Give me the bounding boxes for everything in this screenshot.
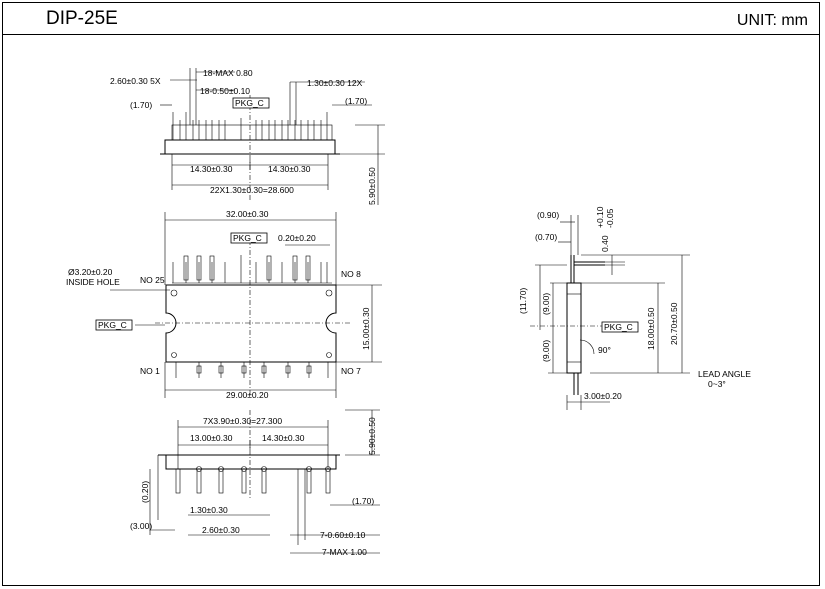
lead-angle-label: LEAD ANGLE (698, 369, 751, 379)
dim-1430-bottom: 14.30±0.30 (262, 433, 305, 443)
package-title: DIP-25E (46, 8, 118, 29)
dim-300: 3.00±0.20 (584, 391, 622, 401)
dim-070: (0.70) (535, 232, 557, 242)
dim-3200: 32.00±0.30 (226, 209, 269, 219)
angle-90: 90° (598, 345, 611, 355)
dim-2070: 20.70±0.50 (669, 302, 679, 345)
inside-hole-label: INSIDE HOLE (66, 277, 120, 287)
dim-1430-b: 14.30±0.30 (268, 164, 311, 174)
pkg-label-main-left: PKG_C (98, 320, 127, 330)
dim-130: 1.30±0.30 (190, 505, 228, 515)
dim-020-paren: (0.20) (140, 481, 150, 503)
dim-590-top: 5.90±0.50 (367, 167, 377, 205)
dim-18-max: 18-MAX 0.80 (203, 68, 253, 78)
unit-label: UNIT: mm (736, 12, 808, 29)
pkg-label-main-top: PKG_C (233, 233, 262, 243)
dim-22x: 22X1.30±0.30=28.600 (210, 185, 294, 195)
pin-no1-label: NO 1 (140, 366, 160, 376)
top-view: 2.60±0.30 5X 18-MAX 0.80 18-0.50±0.10 1.… (110, 68, 385, 205)
dim-7-max: 7-MAX 1.00 (322, 547, 367, 557)
pin-no7-label: NO 7 (341, 366, 361, 376)
hole-diameter: Ø3.20±0.20 (68, 267, 113, 277)
dim-300-paren: (3.00) (130, 521, 152, 531)
main-view: 32.00±0.30 PKG_C 0.20±0.20 Ø3.20±0.20 IN… (66, 209, 382, 400)
main-body-outline (165, 284, 337, 363)
dim-tol-minus: -0.05 (605, 208, 615, 228)
dim-900-a: (9.00) (541, 293, 551, 315)
dim-170-bottom: (1.70) (352, 496, 374, 506)
pin-no25-label: NO 25 (140, 275, 165, 285)
dim-1500: 15.00±0.30 (361, 307, 371, 350)
dim-040: 0.40 (600, 235, 610, 252)
dim-1300: 13.00±0.30 (190, 433, 233, 443)
header-bar: DIP-25E UNIT: mm (2, 2, 820, 35)
dim-260: 2.60±0.30 (202, 525, 240, 535)
dim-1170: (11.70) (518, 288, 528, 314)
dim-1800: 18.00±0.50 (646, 307, 656, 350)
dim-020: 0.20±0.20 (278, 233, 316, 243)
pin-no8-label: NO 8 (341, 269, 361, 279)
dim-170-left: (1.70) (130, 100, 152, 110)
dim-pitch-12x: 1.30±0.30 12X (307, 78, 363, 88)
dim-590-bottom: 5.90±0.50 (367, 417, 377, 455)
pkg-label-top: PKG_C (235, 98, 264, 108)
dim-090: (0.90) (537, 210, 559, 220)
dim-18-width: 18-0.50±0.10 (200, 86, 250, 96)
dim-7-width: 7-0.60±0.10 (320, 530, 366, 540)
dim-170-right: (1.70) (345, 96, 367, 106)
dim-1430-a: 14.30±0.30 (190, 164, 233, 174)
dim-900-b: (9.00) (541, 340, 551, 362)
dim-pitch-5x: 2.60±0.30 5X (110, 76, 161, 86)
side-view-body (566, 282, 582, 374)
dim-2900: 29.00±0.20 (226, 390, 269, 400)
dim-tol-plus: +0.10 (595, 206, 605, 228)
pkg-label-side: PKG_C (604, 322, 633, 332)
side-view: (0.90) (0.70) +0.10 -0.05 0.40 (11.70) (… (518, 206, 751, 410)
lead-angle-value: 0~3° (708, 379, 726, 389)
dim-7x: 7X3.90±0.30=27.300 (203, 416, 282, 426)
bottom-view: 7X3.90±0.30=27.300 13.00±0.30 14.30±0.30… (130, 409, 380, 557)
